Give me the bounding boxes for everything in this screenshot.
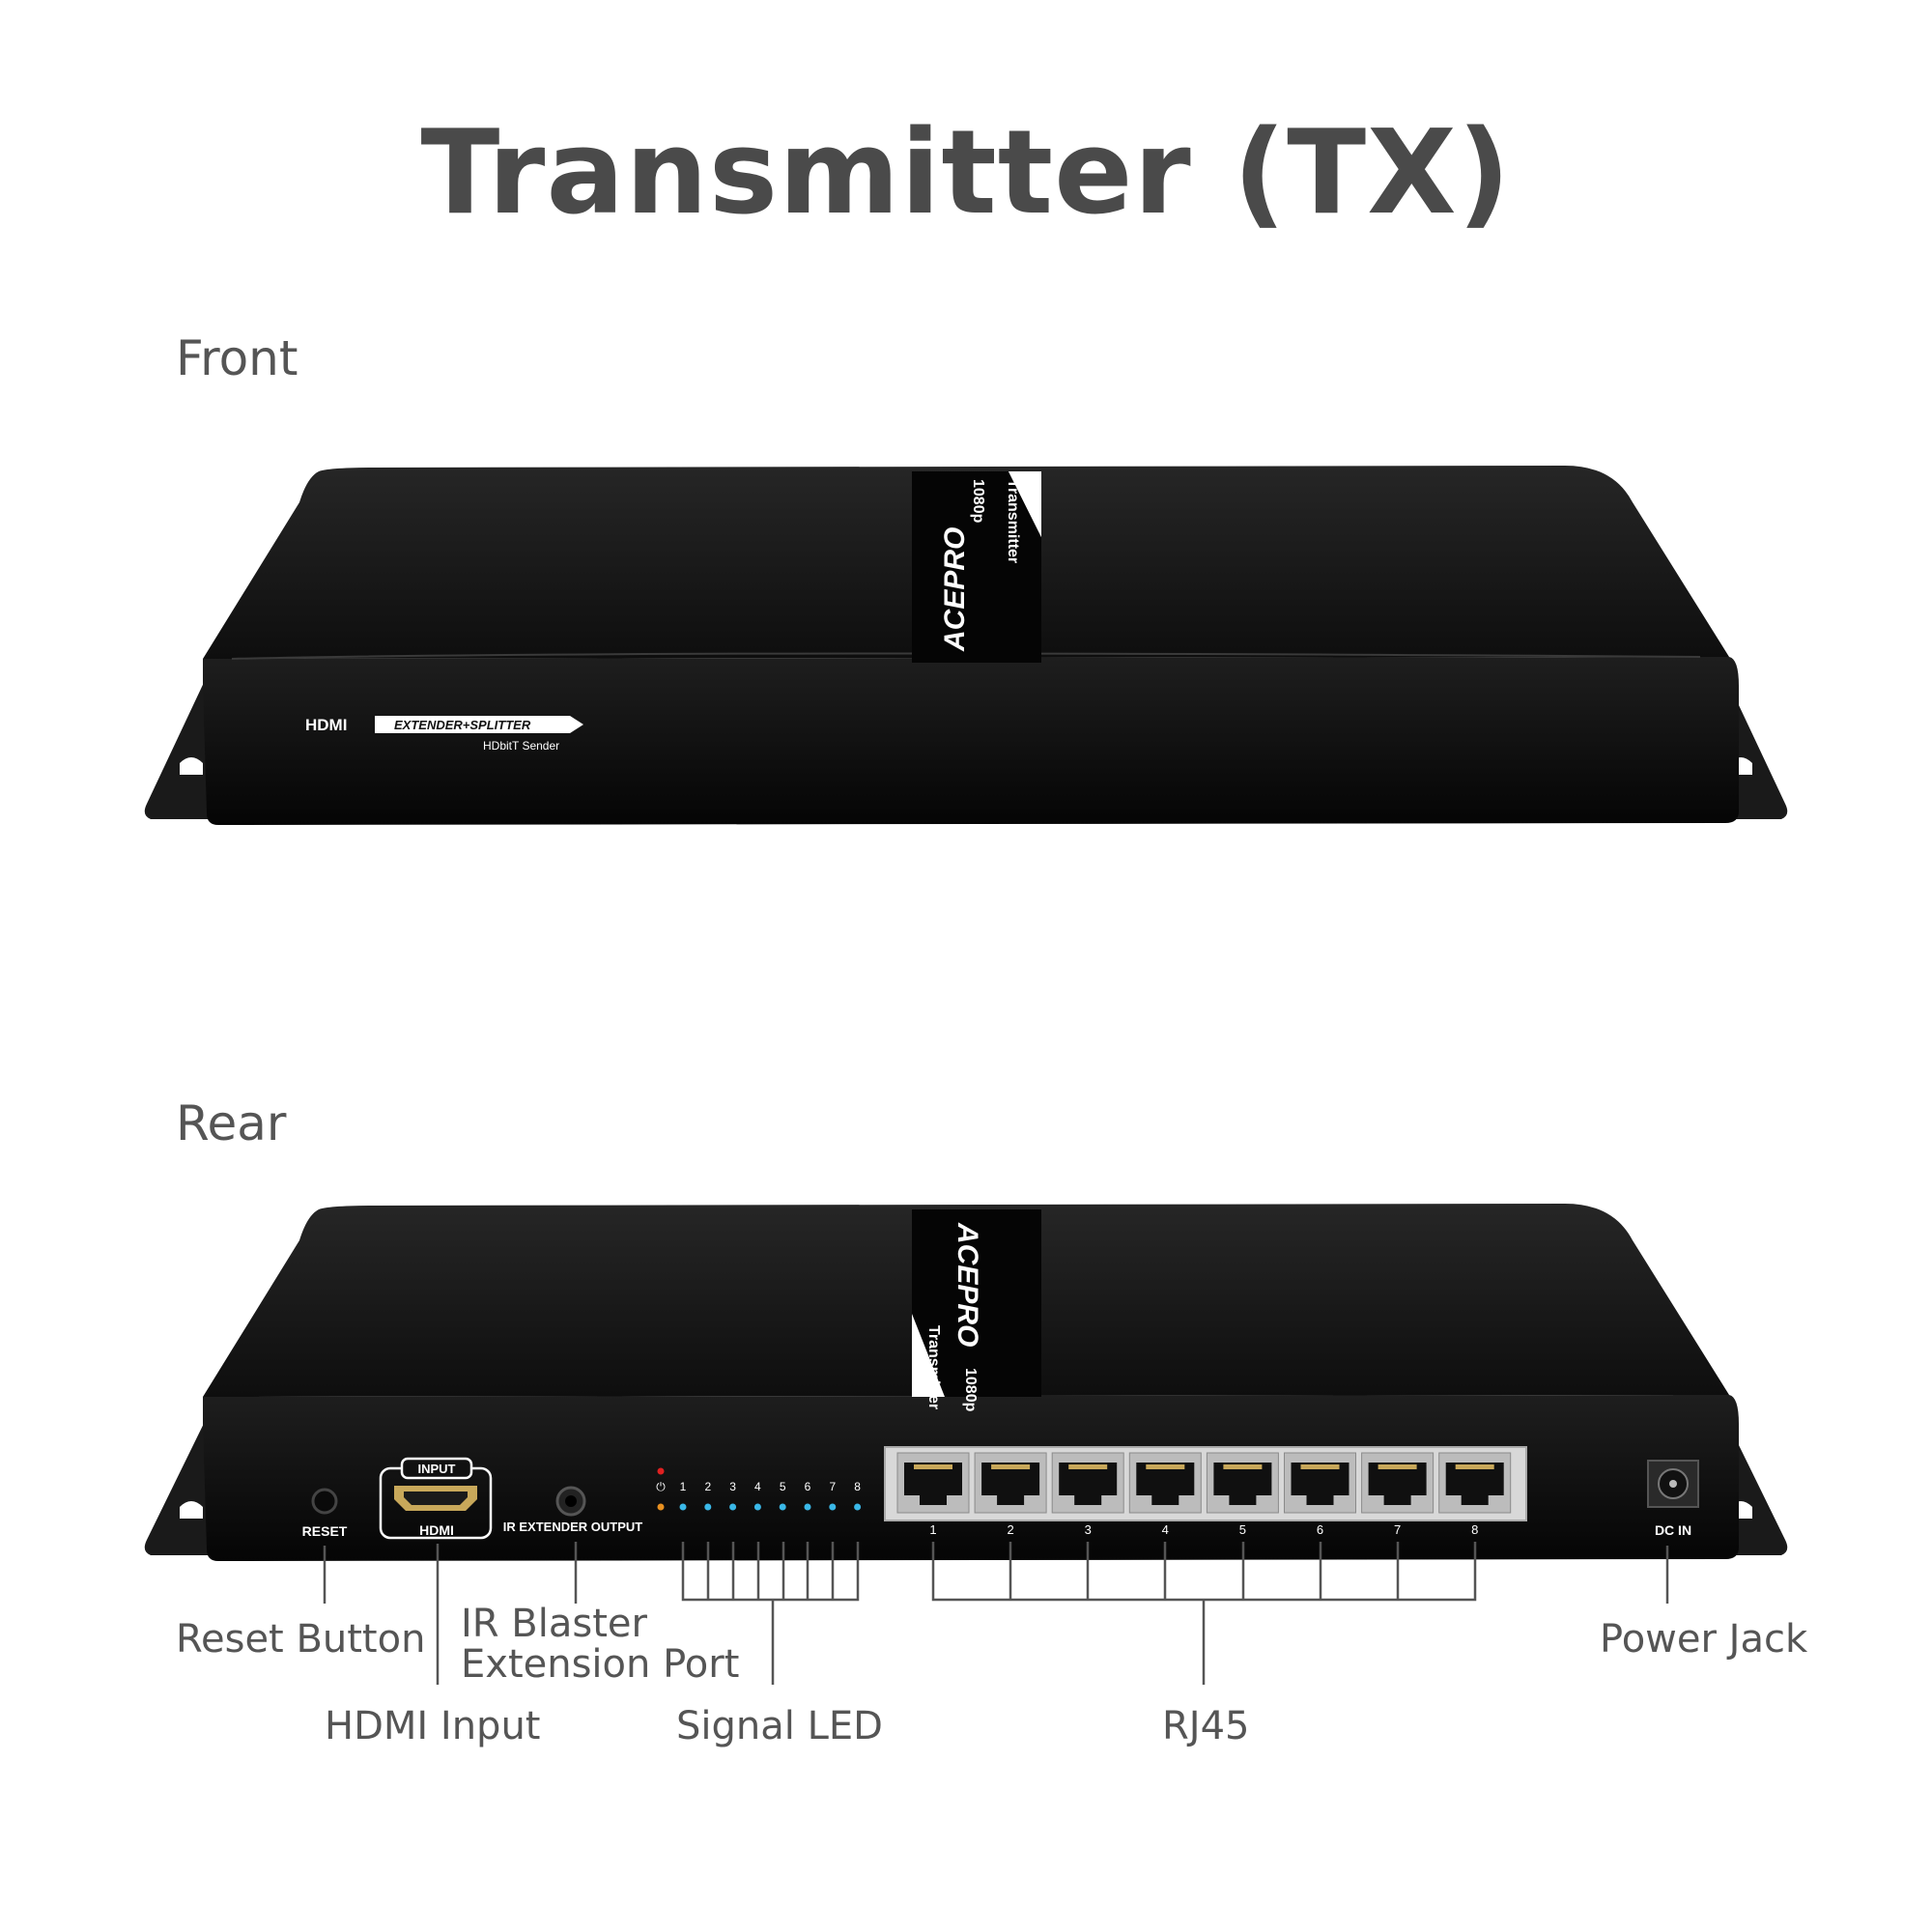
rj45-callout-bracket: [931, 1542, 1477, 1685]
led-number-label: 2: [704, 1480, 711, 1493]
signal-led: [679, 1503, 687, 1511]
signal-led: [829, 1503, 837, 1511]
front-device-image: ACEPRO 1080p Transmitter HDMI EXTENDER+S…: [144, 466, 1788, 825]
rj45-port: [1128, 1452, 1202, 1514]
hdmi-input-badge: INPUT: [418, 1462, 456, 1476]
front-face: [203, 657, 1739, 825]
rj45-callout: RJ45: [1162, 1704, 1250, 1748]
signal-led: [729, 1503, 737, 1511]
led-number-label: 7: [829, 1480, 836, 1493]
ir-blaster-callout-line1: IR Blaster: [461, 1602, 647, 1646]
front-banner-text: EXTENDER+SPLITTER: [394, 718, 531, 732]
hdmi-input-callout: HDMI Input: [325, 1704, 541, 1748]
signal-led: [779, 1503, 786, 1511]
front-sender-text: HDbitT Sender: [483, 739, 559, 753]
front-brand-logo: ACEPRO: [939, 527, 971, 652]
ir-blaster-callout: IR Blaster Extension Port: [461, 1604, 739, 1685]
signal-led-callout-bracket: [681, 1542, 860, 1685]
rj45-number-label: 3: [1085, 1522, 1092, 1537]
rj45-port: [974, 1452, 1047, 1514]
rj45-port: [1361, 1452, 1435, 1514]
hdmi-input-port: [379, 1457, 493, 1540]
rj45-number-label: 7: [1394, 1522, 1401, 1537]
signal-led-callout: Signal LED: [676, 1704, 883, 1748]
front-band-text-transmitter: Transmitter: [1005, 479, 1021, 563]
rear-device-image: ACEPRO Transmitter 1080p RESET INPUT HDM…: [144, 1204, 1788, 1561]
rj45-port-block: 1 2 3 4 5 6 7 8: [884, 1446, 1527, 1537]
signal-led: [854, 1503, 862, 1511]
rj45-port: [1051, 1452, 1124, 1514]
led-number-label: 6: [805, 1480, 811, 1493]
front-hdmi-logo: HDMI: [305, 716, 347, 734]
power-led: ⏻: [656, 1467, 666, 1511]
front-center-band: ACEPRO 1080p Transmitter: [912, 471, 1041, 663]
ir-extender-panel-label: IR EXTENDER OUTPUT: [503, 1520, 643, 1534]
ir-blaster-callout-line2: Extension Port: [461, 1642, 740, 1687]
rear-section-label: Rear: [176, 1095, 287, 1151]
front-section-label: Front: [176, 330, 298, 386]
hdmi-panel-label: HDMI: [419, 1522, 454, 1538]
rear-brand-logo: ACEPRO: [952, 1222, 983, 1347]
dc-power-jack: [1647, 1460, 1699, 1508]
led-number-label: 5: [780, 1480, 786, 1493]
reset-button: [311, 1488, 338, 1515]
power-jack-callout: Power Jack: [1600, 1617, 1808, 1662]
rear-band-text-transmitter: Transmitter: [925, 1325, 942, 1409]
led-number-label: 1: [680, 1480, 687, 1493]
rear-band-text-1080p: 1080p: [962, 1368, 979, 1412]
rj45-port: [896, 1452, 970, 1514]
rj45-number-label: 6: [1317, 1522, 1323, 1537]
rj45-number-label: 1: [929, 1522, 936, 1537]
rear-center-band: ACEPRO Transmitter 1080p: [912, 1209, 1041, 1412]
rj45-number-label: 5: [1239, 1522, 1246, 1537]
page-title: Transmitter (TX): [420, 106, 1512, 241]
rj45-port: [1206, 1452, 1279, 1514]
front-printed-label: HDMI EXTENDER+SPLITTER HDbitT Sender: [305, 716, 583, 753]
rj45-port: [1284, 1452, 1356, 1514]
dc-in-panel-label: DC IN: [1655, 1522, 1691, 1538]
signal-led: [753, 1503, 761, 1511]
rj45-number-label: 8: [1471, 1522, 1478, 1537]
rj45-number-label: 4: [1162, 1522, 1169, 1537]
front-band-text-1080p: 1080p: [970, 479, 986, 524]
svg-text:⏻: ⏻: [656, 1480, 666, 1493]
signal-led: [804, 1503, 811, 1511]
reset-panel-label: RESET: [302, 1523, 348, 1539]
led-number-label: 8: [854, 1480, 861, 1493]
rj45-number-label: 2: [1007, 1522, 1013, 1537]
signal-led: [704, 1503, 712, 1511]
ir-extender-jack: [555, 1486, 586, 1517]
led-number-label: 4: [754, 1480, 761, 1493]
led-number-label: 3: [729, 1480, 736, 1493]
reset-button-callout: Reset Button: [176, 1617, 426, 1662]
rj45-port: [1438, 1452, 1512, 1514]
signal-led-group: ⏻ 1 2 3 4 5 6 7 8: [656, 1467, 862, 1511]
